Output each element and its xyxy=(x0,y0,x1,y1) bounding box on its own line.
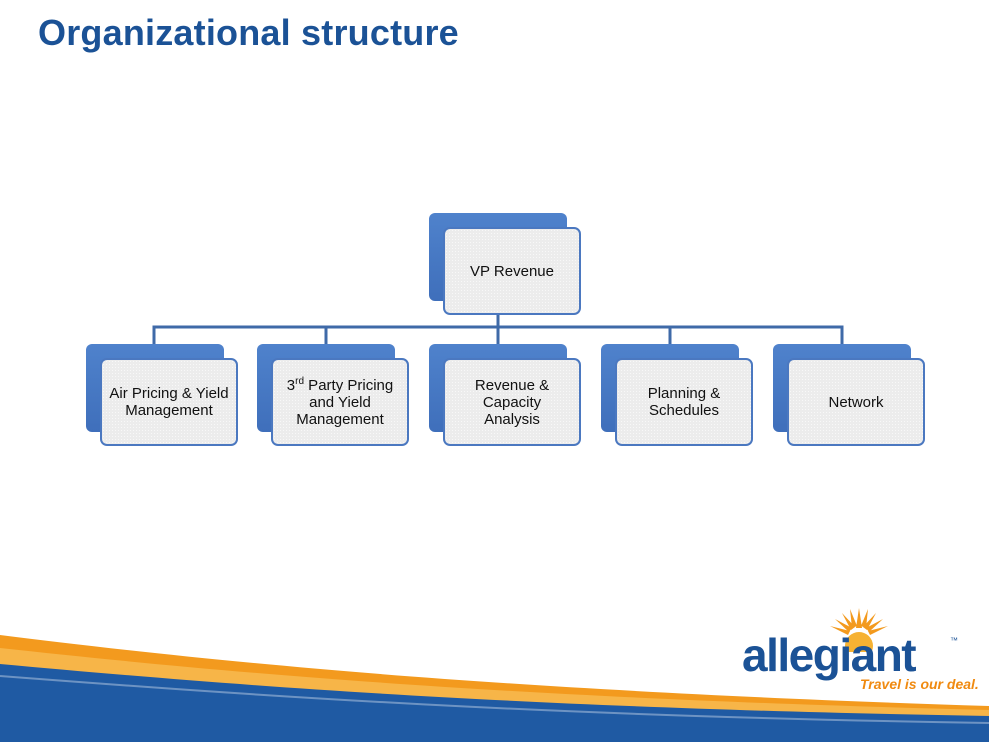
node-label: VP Revenue xyxy=(470,262,554,280)
node-label: Network xyxy=(828,393,884,411)
white-stripe xyxy=(0,675,989,724)
node-box: Air Pricing & Yield Management xyxy=(100,358,238,446)
logo-wordmark: allegiant xyxy=(742,629,917,681)
trademark-symbol: ™ xyxy=(950,636,958,645)
node-label-rest: Party Pricing and Yield Management xyxy=(296,376,394,428)
sun-icon xyxy=(830,608,888,652)
blue-swoosh xyxy=(0,664,989,742)
decorative-swoosh-band xyxy=(0,635,989,742)
node-box: Revenue & Capacity Analysis xyxy=(443,358,581,446)
logo-tagline: Travel is our deal. xyxy=(860,676,979,692)
node-label-number: 3 xyxy=(286,376,296,394)
node-label: Air Pricing & Yield Management xyxy=(109,385,229,419)
node-label-ordinal: rd xyxy=(295,375,305,387)
node-label: Planning & Schedules xyxy=(647,385,721,419)
slide-title: Organizational structure xyxy=(38,12,459,53)
node-box: Network xyxy=(787,358,925,446)
node-box: VP Revenue xyxy=(443,227,581,315)
node-label: Revenue & Capacity Analysis xyxy=(474,376,550,428)
node-label: 3rd Party Pricing and Yield Management xyxy=(273,375,407,428)
node-box: 3rd Party Pricing and Yield Management xyxy=(271,358,409,446)
node-box: Planning & Schedules xyxy=(615,358,753,446)
allegiant-logo: allegiant ™ Travel is our deal. xyxy=(742,606,979,696)
